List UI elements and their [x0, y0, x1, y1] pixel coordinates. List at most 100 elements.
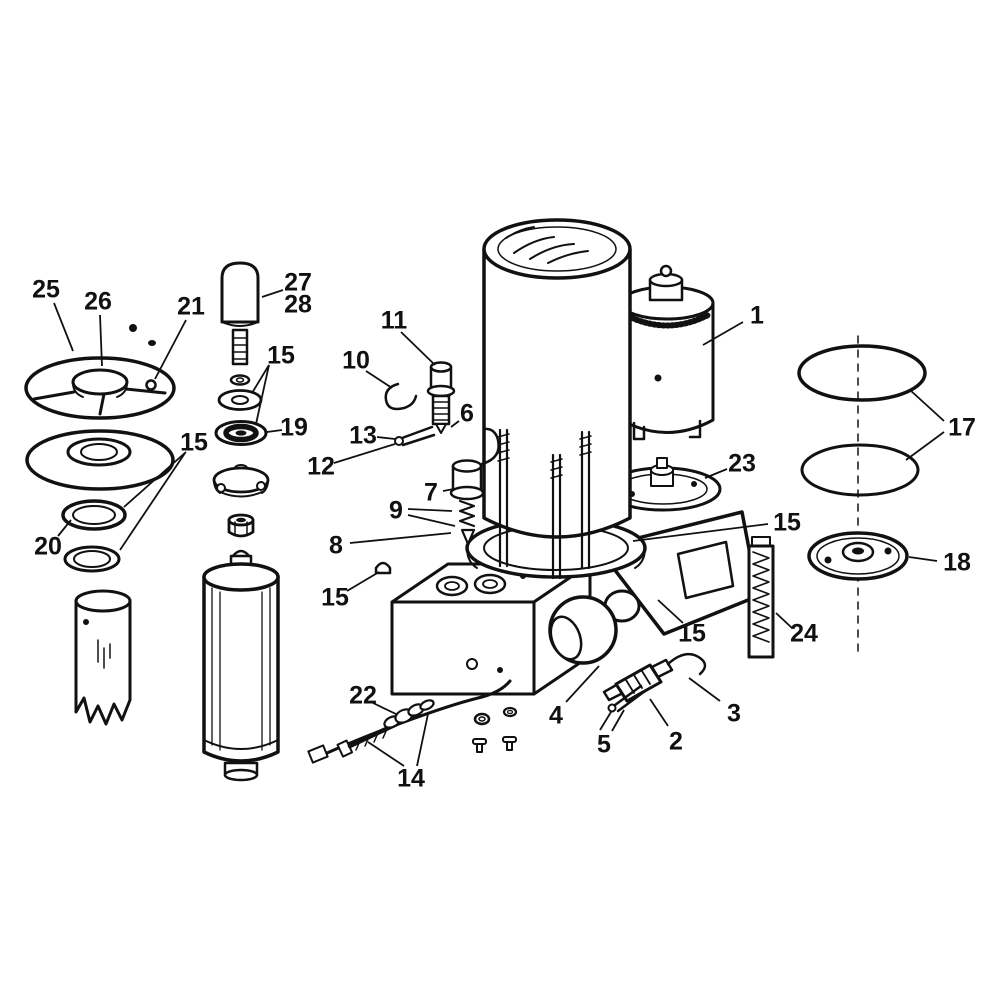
- leader-line-20: [57, 519, 72, 537]
- bearing-flange: [212, 464, 270, 498]
- mounting-studs: [497, 428, 592, 580]
- leader-line-2: [649, 698, 669, 727]
- sleeve-tube: [74, 589, 132, 726]
- rubber-cup-19: [214, 420, 268, 446]
- hydraulic-line-22: [307, 679, 512, 764]
- leader-line-3: [688, 677, 721, 702]
- leader-line-19: [266, 429, 283, 433]
- callout-2-29: 2: [669, 728, 683, 756]
- threaded-stud: [231, 328, 249, 366]
- callout-27-3: 27: [284, 269, 312, 297]
- filter-cartridge: [202, 549, 280, 782]
- leader-line-21: [154, 319, 187, 380]
- callout-8-15: 8: [329, 532, 343, 560]
- leader-line-10: [365, 370, 393, 389]
- callout-21-2: 21: [177, 293, 205, 321]
- reservoir-can: [482, 218, 632, 539]
- callout-12-11: 12: [307, 453, 335, 481]
- leader-line-9: [407, 508, 453, 512]
- end-plate-18: [807, 531, 909, 581]
- fork-clip-5: [607, 684, 647, 713]
- leader-line-1: [702, 321, 744, 346]
- leader-line-18: [908, 556, 938, 562]
- seal-ring-17b: [800, 443, 920, 497]
- callout-6-8: 6: [460, 400, 474, 428]
- leader-line-24: [775, 612, 793, 629]
- leader-line-15: [123, 451, 187, 508]
- bolt-14: [336, 699, 435, 758]
- callout-18-22: 18: [943, 549, 971, 577]
- leader-line-12: [333, 443, 396, 464]
- leader-line-15: [657, 599, 684, 624]
- fork-clip-13: [394, 425, 436, 447]
- leader-line-5: [611, 709, 625, 732]
- leader-line-15: [251, 364, 270, 394]
- lock-nut: [227, 513, 255, 538]
- callout-24-24: 24: [790, 620, 818, 648]
- leader-line-4: [565, 665, 600, 703]
- callout-4-27: 4: [549, 702, 563, 730]
- leader-line-14: [367, 741, 405, 767]
- breather-plug-11: [426, 361, 456, 434]
- leader-line-6: [450, 420, 460, 428]
- leader-line-22: [372, 702, 397, 715]
- callout-23-19: 23: [728, 450, 756, 478]
- plug-15: [374, 561, 392, 575]
- leader-line-15: [119, 452, 186, 551]
- motor: [619, 264, 715, 441]
- callout-14-26: 14: [397, 765, 425, 793]
- wire-clip-10: [384, 382, 418, 411]
- callout-11-6: 11: [381, 307, 408, 335]
- callout-17-21: 17: [948, 414, 976, 442]
- callout-15-23: 15: [678, 620, 706, 648]
- callout-26-1: 26: [84, 288, 112, 316]
- callout-7-13: 7: [424, 479, 438, 507]
- callout-3-30: 3: [727, 700, 741, 728]
- small-fasteners: [472, 706, 518, 753]
- callout-15-5: 15: [267, 342, 295, 370]
- washer-large: [217, 389, 263, 411]
- solenoid-valve-2: [602, 652, 707, 703]
- callout-19-10: 19: [280, 414, 308, 442]
- spring-column-24: [747, 536, 775, 659]
- leader-line-15: [632, 523, 769, 542]
- leader-line-14: [416, 713, 429, 767]
- seal-ring-20b: [63, 545, 121, 573]
- leader-line-15: [346, 571, 380, 592]
- leader-line-26: [99, 314, 103, 367]
- leader-line-23: [704, 468, 728, 479]
- filler-cap: [220, 261, 260, 327]
- leader-line-5: [599, 711, 612, 731]
- leader-line-7: [442, 488, 455, 492]
- pulley-disc-lower: [25, 429, 175, 491]
- leader-line-17: [909, 389, 945, 422]
- seal-ring-20a: [61, 499, 127, 531]
- callout-15-12: 15: [180, 429, 208, 457]
- valve-block: [390, 562, 592, 696]
- leader-line-9: [407, 514, 456, 527]
- seal-ring-17a: [797, 344, 927, 402]
- callout-5-28: 5: [597, 731, 611, 759]
- leader-line-13: [376, 436, 396, 440]
- leader-line-15: [255, 364, 270, 425]
- callout-9-14: 9: [389, 497, 403, 525]
- leader-line-17: [905, 431, 945, 461]
- callout-13-9: 13: [349, 422, 377, 450]
- washer-small: [229, 374, 251, 386]
- relief-valve-7: [449, 427, 500, 546]
- callout-15-20: 15: [773, 509, 801, 537]
- callout-1-18: 1: [750, 302, 764, 330]
- leader-line-25: [53, 302, 74, 352]
- callout-10-7: 10: [342, 347, 370, 375]
- callout-22-25: 22: [349, 682, 377, 710]
- callout-20-17: 20: [34, 533, 62, 561]
- callout-15-16: 15: [321, 584, 349, 612]
- pulley-disc-upper: [24, 324, 176, 420]
- callout-25-0: 25: [32, 276, 60, 304]
- leader-line-27: [261, 289, 284, 298]
- callout-28-4: 28: [284, 291, 312, 319]
- leader-line-11: [400, 331, 436, 366]
